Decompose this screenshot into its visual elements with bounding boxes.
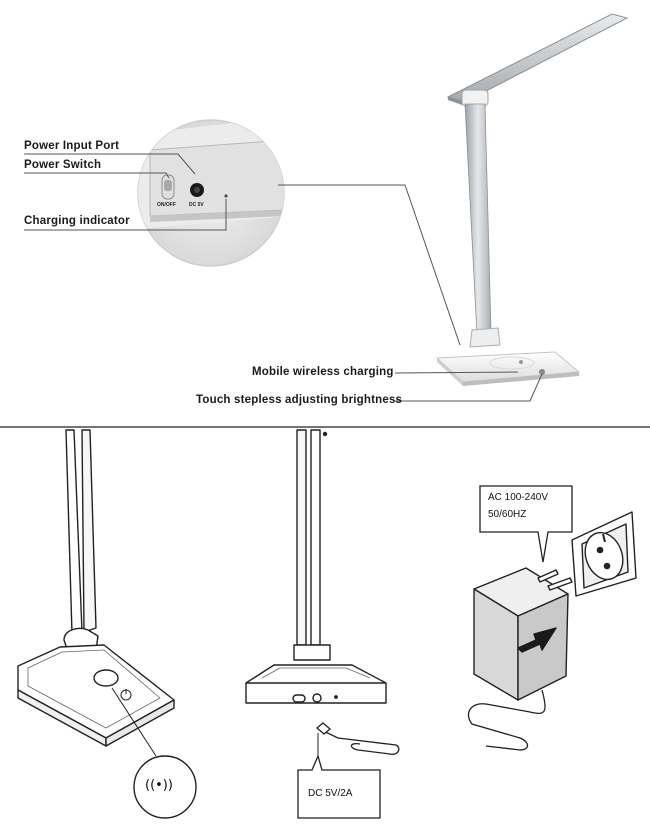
lamp-head (446, 13, 629, 103)
label-touch-brightness: Touch stepless adjusting brightness (196, 394, 403, 406)
ac-callout-box (479, 485, 573, 563)
wireless-pad (489, 356, 535, 370)
power-adapter (473, 567, 573, 701)
charging-led (224, 194, 228, 198)
label-charging-indicator: Charging indicator (24, 215, 130, 227)
dc-port-text: DC 5V (189, 202, 204, 208)
dc-spec-label: DC 5V/2A (308, 788, 353, 799)
wall-socket (571, 511, 637, 597)
label-power-input-port: Power Input Port (24, 140, 120, 152)
dc-callout-box (297, 754, 381, 819)
port-zoom-circle (137, 119, 285, 267)
ac-spec-line1: AC 100-240V (488, 492, 549, 503)
top-callout-lines (24, 153, 543, 402)
bottom-left-lamp (17, 429, 175, 747)
rear-switch (292, 694, 306, 703)
wireless-symbol-circle (133, 755, 197, 819)
rear-dc-port (312, 693, 322, 703)
wireless-charging-icon: ((•)) (145, 778, 173, 793)
adapter-cable (467, 689, 546, 751)
dc-cable (315, 722, 400, 755)
label-mobile-wireless-charging: Mobile wireless charging (252, 366, 394, 378)
wireless-callout-line (111, 687, 157, 757)
lamp-arm (464, 103, 492, 335)
label-power-switch: Power Switch (24, 159, 102, 171)
wireless-charge-pad (93, 669, 119, 687)
switch-text: ON/OFF (157, 202, 176, 208)
bottom-middle-lamp (245, 429, 387, 704)
lamp-photo (435, 13, 629, 386)
direction-arrow (517, 627, 557, 653)
ac-spec-line2: 50/60HZ (488, 509, 527, 520)
